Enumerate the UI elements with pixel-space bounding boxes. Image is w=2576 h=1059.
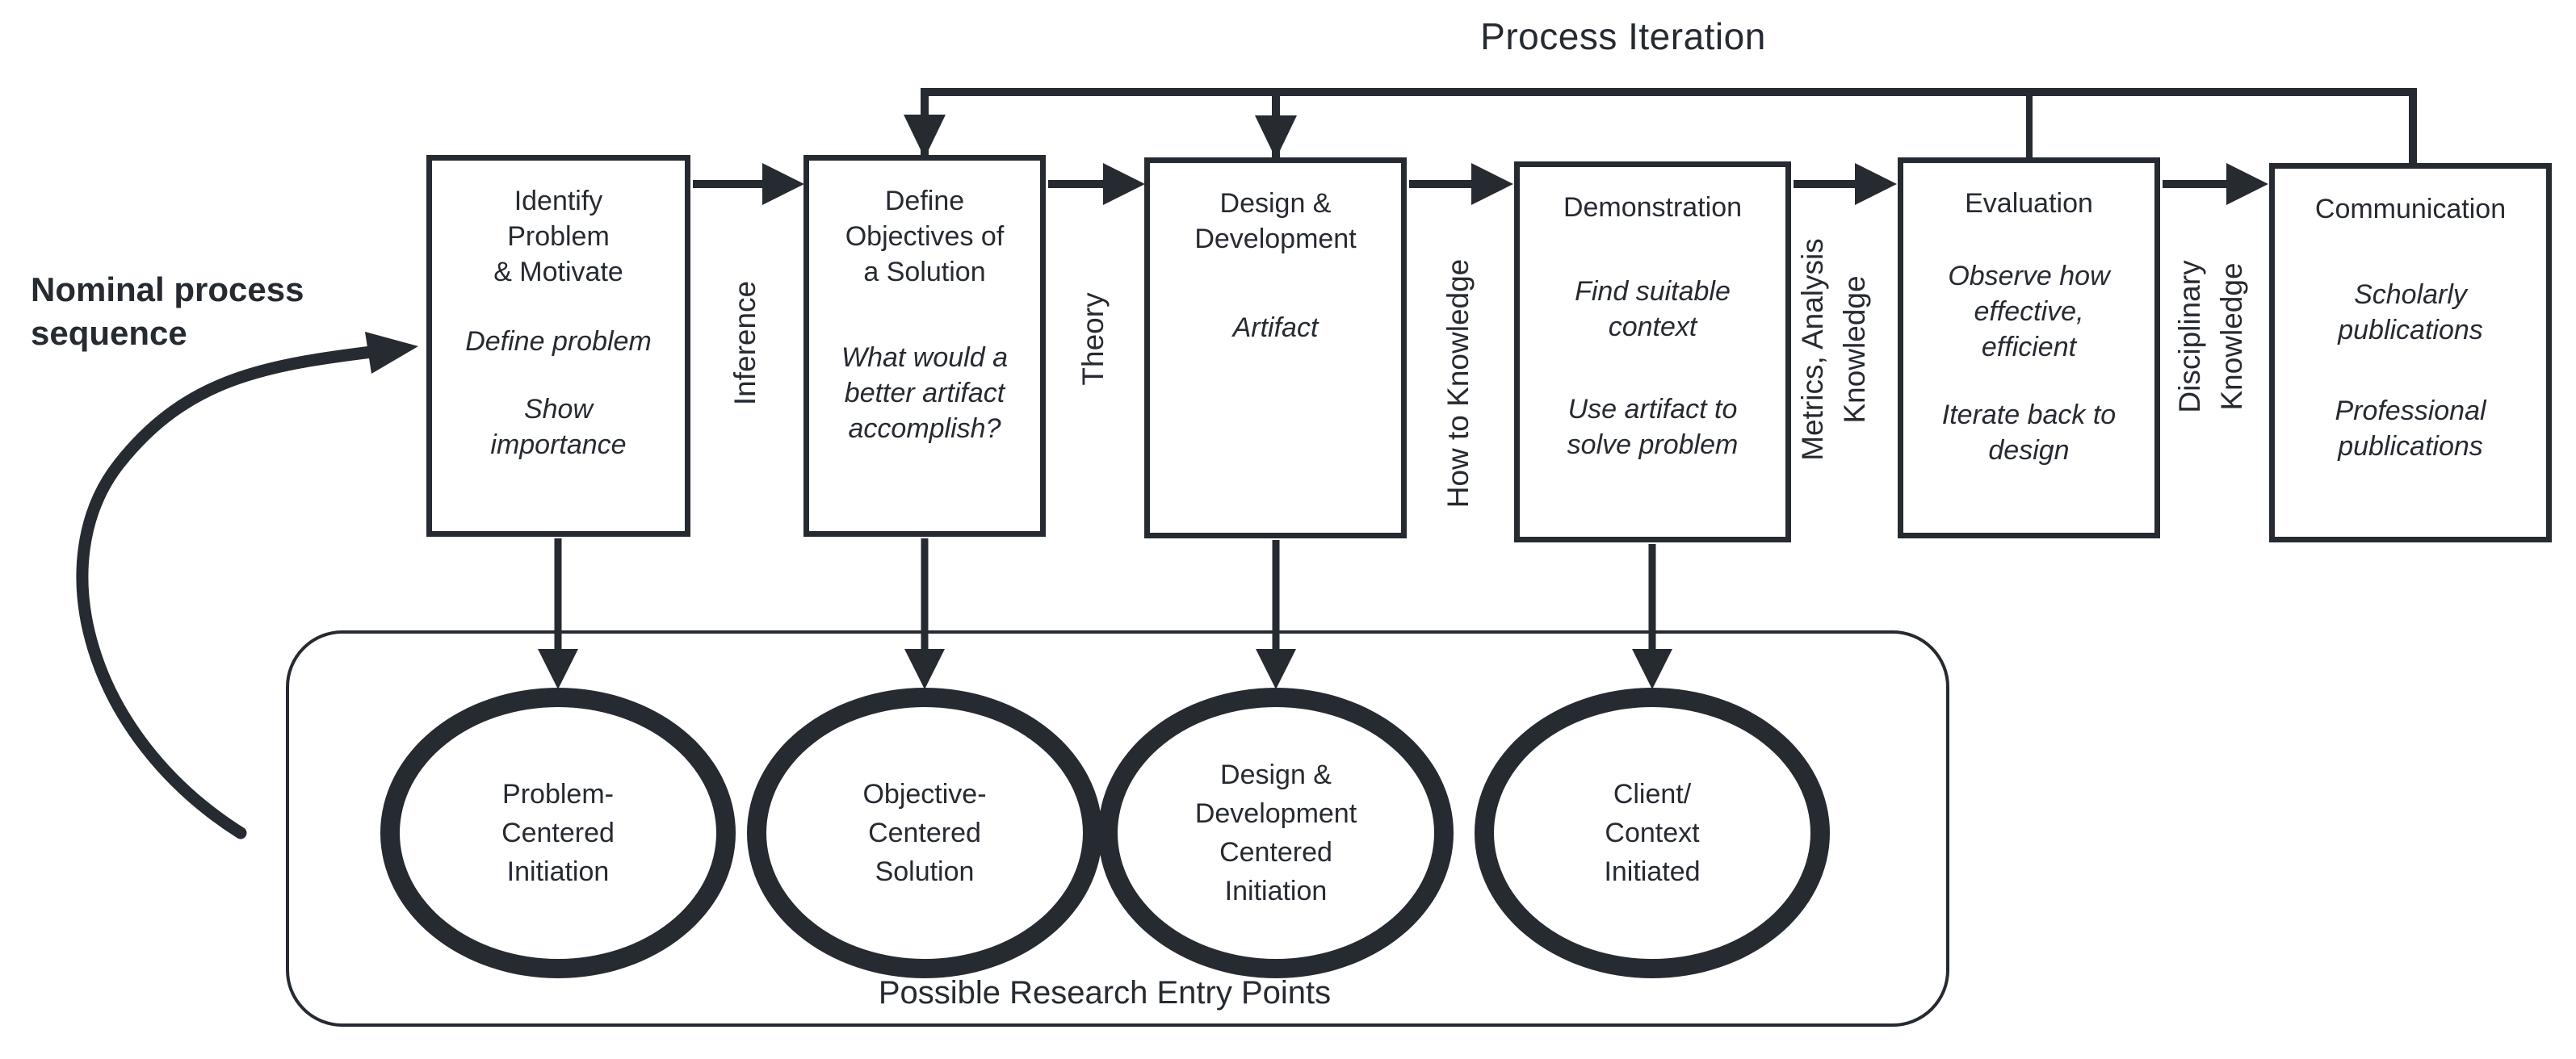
stage-title: Communication <box>2314 194 2507 224</box>
entry-points-caption: Possible Research Entry Points <box>878 975 1332 1011</box>
stage-note: Iterate back to design <box>1941 400 2117 466</box>
ellipse-label: Client/ Context Initiated <box>1604 779 1701 887</box>
entry-points-container <box>286 630 1949 1027</box>
flow-arrow-demonstration-to-evaluation <box>1794 163 1897 205</box>
entry-arrow-objective-centered <box>904 538 945 689</box>
nominal-sequence-arrow <box>76 332 418 839</box>
stage-note: Artifact <box>1232 312 1319 343</box>
stage-note: Scholarly publications <box>2338 279 2483 345</box>
stage-box-evaluation: Evaluation Observe how effective, effici… <box>1898 157 2160 538</box>
entry-arrow-design-centered <box>1256 540 1296 689</box>
stage-title: Demonstration <box>1563 192 1743 223</box>
entry-point-arrows <box>538 538 1672 689</box>
entry-ellipse-design-centered: Design & Development Centered Initiation <box>1098 688 1454 978</box>
stage-title: Identify Problem & Motivate <box>493 186 623 287</box>
diagram-title: Process Iteration <box>1480 15 1766 57</box>
stage-note: Show importance <box>490 394 627 460</box>
entry-ellipse-problem-centered: Problem- Centered Initiation <box>380 688 736 978</box>
stage-title: Evaluation <box>1965 188 2093 219</box>
entry-ellipse-client-context: Client/ Context Initiated <box>1475 688 1830 978</box>
entry-arrow-problem-centered <box>538 538 578 689</box>
flow-arrow-objectives-to-design <box>1048 163 1145 205</box>
process-iteration-arrow <box>904 88 2417 165</box>
stage-box-define-objectives: Define Objectives of a Solution What wou… <box>803 155 1046 537</box>
knowledge-label-how-to: How to Knowledge <box>1441 258 1475 509</box>
stage-box-communication: Communication Scholarly publications Pro… <box>2269 163 2552 542</box>
nominal-process-sequence-label: Nominal process sequence <box>31 270 304 352</box>
flow-arrow-identify-to-objectives <box>693 163 804 205</box>
knowledge-label-metrics-analysis: Metrics, Analysis Knowledge <box>1796 238 1871 461</box>
stage-note: Find suitable context <box>1575 276 1731 342</box>
ellipse-label: Design & Development Centered Initiation <box>1194 760 1357 906</box>
stage-note: Observe how effective, efficient <box>1948 261 2110 362</box>
ellipse-label: Objective- Centered Solution <box>862 779 987 887</box>
stage-title: Design & Development <box>1194 188 1357 254</box>
flow-arrow-evaluation-to-communication <box>2163 163 2268 205</box>
stage-note: Define problem <box>465 326 652 357</box>
ellipse-label: Problem- Centered Initiation <box>501 779 615 887</box>
stage-flow-arrows <box>693 163 2268 205</box>
knowledge-label-theory: Theory <box>1076 292 1110 386</box>
knowledge-label-inference: Inference <box>728 280 761 406</box>
entry-ellipse-objective-centered: Objective- Centered Solution <box>747 688 1102 978</box>
entry-arrow-client-context <box>1632 544 1672 689</box>
flow-arrow-design-to-demonstration <box>1409 163 1513 205</box>
stage-note: What would a better artifact accomplish? <box>841 342 1008 444</box>
stage-note: Use artifact to solve problem <box>1567 394 1739 460</box>
stage-title: Define Objectives of a Solution <box>845 186 1005 287</box>
stage-box-demonstration: Demonstration Find suitable context Use … <box>1514 161 1791 542</box>
stage-box-identify-problem: Identify Problem & Motivate Define probl… <box>426 155 690 537</box>
stage-box-design-development: Design & Development Artifact <box>1144 157 1407 538</box>
stage-note: Professional publications <box>2335 396 2486 462</box>
knowledge-label-disciplinary: Disciplinary Knowledge <box>2173 260 2248 413</box>
